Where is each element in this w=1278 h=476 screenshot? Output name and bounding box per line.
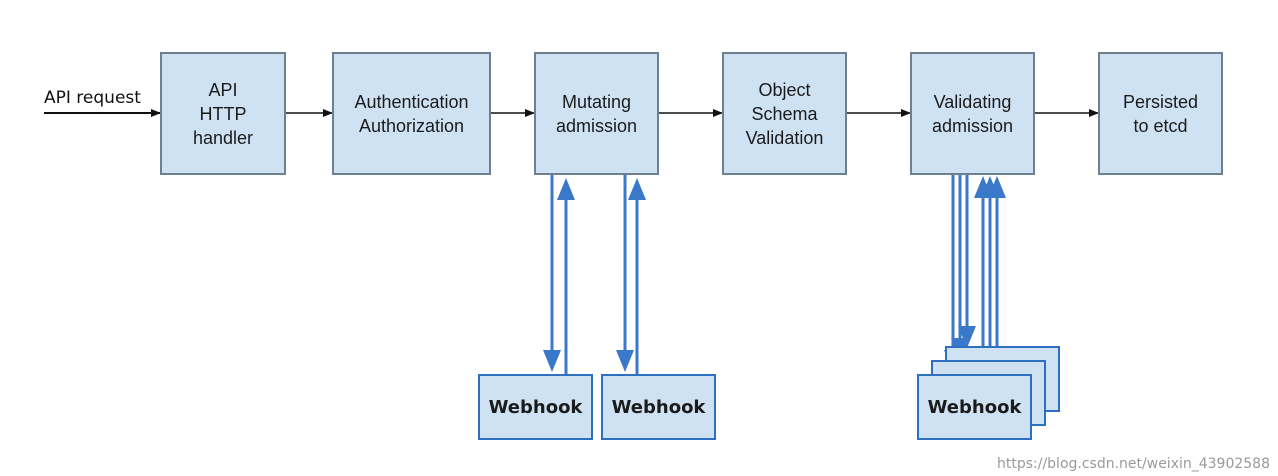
stage-label: Persisted to etcd bbox=[1122, 91, 1199, 136]
api-request-label: API request bbox=[44, 88, 141, 108]
stage-object-schema-validation: Object Schema Validation bbox=[722, 52, 847, 175]
stage-label: API HTTP handler bbox=[192, 79, 254, 148]
stage-validating-admission: Validating admission bbox=[910, 52, 1035, 175]
stage-authentication-authorization: Authentication Authorization bbox=[332, 52, 491, 175]
stage-api-http-handler: API HTTP handler bbox=[160, 52, 286, 175]
validating-webhook-arrows bbox=[944, 175, 1006, 374]
mutating-webhook-2: Webhook bbox=[601, 374, 716, 440]
stage-label: Authentication Authorization bbox=[354, 91, 469, 136]
watermark: https://blog.csdn.net/weixin_43902588 bbox=[996, 456, 1270, 472]
stage-label: Validating admission bbox=[931, 91, 1014, 136]
mutating-webhook-1: Webhook bbox=[478, 374, 593, 440]
stage-label: Mutating admission bbox=[555, 91, 638, 136]
mutating-webhook-2-arrows bbox=[616, 175, 646, 374]
stage-persisted-to-etcd: Persisted to etcd bbox=[1098, 52, 1223, 175]
mutating-webhook-1-arrows bbox=[543, 175, 575, 374]
stage-label: Object Schema Validation bbox=[745, 79, 824, 148]
stage-mutating-admission: Mutating admission bbox=[534, 52, 659, 175]
validating-webhook-1: Webhook bbox=[917, 374, 1032, 440]
